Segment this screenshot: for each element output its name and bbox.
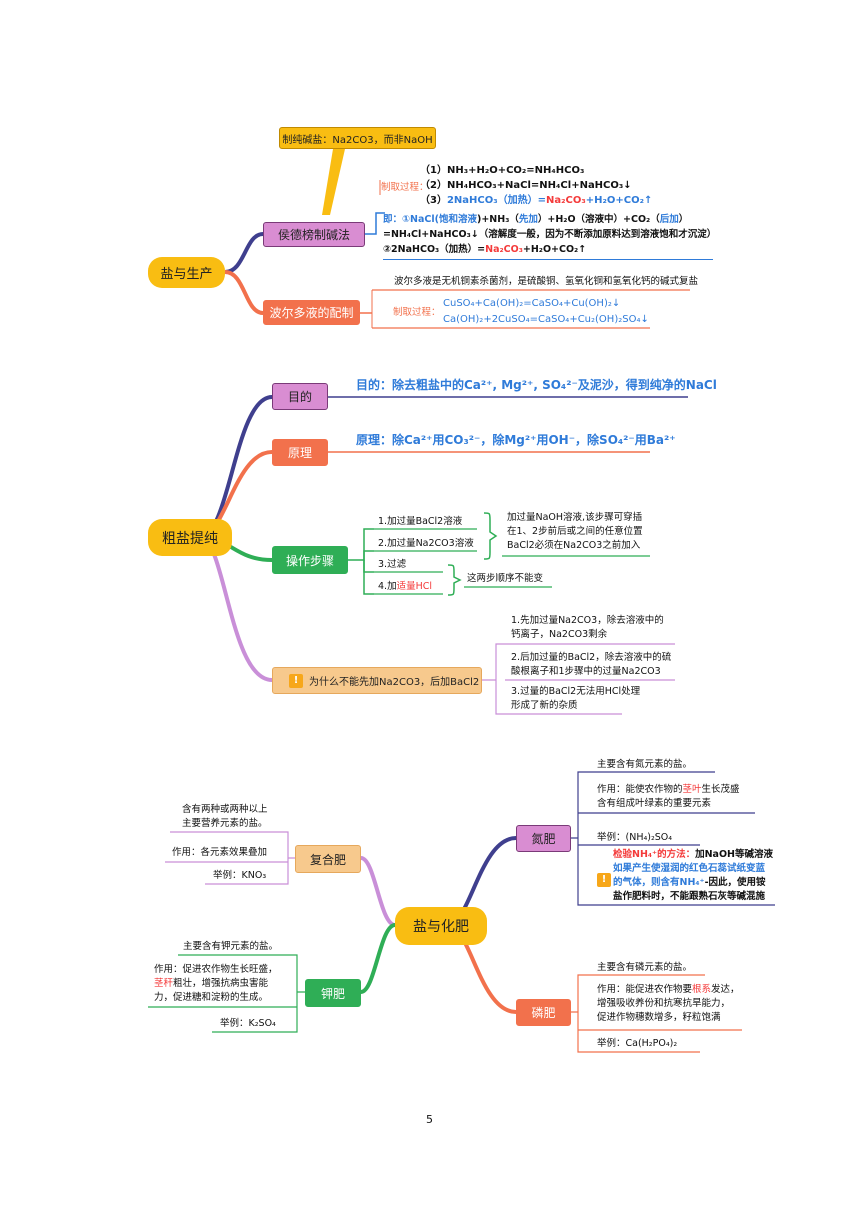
bordeaux-node[interactable]: 波尔多液的配制 (263, 300, 360, 325)
phosphorus-fertilizer-node[interactable]: 磷肥 (516, 999, 571, 1026)
compound-example: 举例：KNO₃ (213, 870, 267, 881)
soda-callout: 制纯碱盐：Na2CO3，而非NaOH (279, 127, 436, 149)
page-number: 5 (426, 1113, 433, 1126)
phosphorus-example: 举例：Ca(H₂PO₄)₂ (597, 1038, 678, 1049)
why-answer-1: 1.先加过量Na2CO3，除去溶液中的钙离子，Na2CO3剩余 (511, 615, 664, 640)
potassium-example: 举例：K₂SO₄ (220, 1018, 276, 1029)
equation-1: （1）NH₃+H₂O+CO₂=NH₄HCO₃ (420, 165, 585, 176)
equation-3: （3）2NaHCO₃（加热）=Na₂CO₃+H₂O+CO₂↑ (420, 195, 653, 206)
step-4: 4.加适量HCl (378, 581, 432, 592)
why-question-node[interactable]: !为什么不能先加Na2CO3，后加BaCl2 (272, 667, 482, 694)
potassium-use: 作用：促进农作物生长旺盛， 茎秆粗壮，增强抗病虫害能 力，促进糖和淀粉的生成。 (154, 964, 278, 1003)
summary-line-2: =NH₄Cl+NaHCO₃↓（溶解度一般，因为不断添加原料达到溶液饱和才沉淀） (383, 229, 717, 240)
crude-salt-root[interactable]: 粗盐提纯 (148, 519, 232, 556)
principle-text: 原理：除Ca²⁺用CO₃²⁻，除Mg²⁺用OH⁻，除SO₄²⁻用Ba²⁺ (356, 433, 676, 447)
compound-fertilizer-node[interactable]: 复合肥 (295, 845, 361, 873)
compound-use: 作用：各元素效果叠加 (172, 847, 268, 858)
bordeaux-equation-1: CuSO₄+Ca(OH)₂=CaSO₄+Cu(OH)₂↓ (443, 298, 621, 309)
phosphorus-definition: 主要含有磷元素的盐。 (597, 962, 693, 973)
step-2: 2.加过量Na2CO3溶液 (378, 538, 474, 549)
potassium-fertilizer-node[interactable]: 钾肥 (305, 979, 361, 1007)
principle-node[interactable]: 原理 (272, 439, 328, 466)
why-answer-3: 3.过量的BaCl2无法用HCl处理形成了新的杂质 (511, 686, 641, 711)
nitrogen-fertilizer-node[interactable]: 氮肥 (516, 825, 571, 852)
steps-node[interactable]: 操作步骤 (272, 546, 348, 574)
compound-definition: 含有两种或两种以上主要营养元素的盐。 (182, 804, 268, 829)
nitrogen-definition: 主要含有氮元素的盐。 (597, 759, 693, 770)
purpose-node[interactable]: 目的 (272, 383, 328, 410)
potassium-definition: 主要含有钾元素的盐。 (183, 941, 279, 952)
steps-note-34: 这两步顺序不能变 (467, 573, 544, 584)
process-label: 制取过程： (381, 182, 429, 193)
nitrogen-warning-icon: ! (597, 867, 617, 887)
nitrogen-test: 检验NH₄⁺的方法：加NaOH等碱溶液 如果产生使湿润的红色石蕊试纸变蓝 的气体… (613, 849, 773, 902)
hou-method-node[interactable]: 侯德榜制碱法 (263, 222, 365, 247)
bordeaux-equation-2: Ca(OH)₂+2CuSO₄=CaSO₄+Cu₂(OH)₂SO₄↓ (443, 314, 649, 325)
bordeaux-description: 波尔多液是无机铜素杀菌剂，是硫酸铜、氢氧化铜和氢氧化钙的碱式复盐 (394, 276, 699, 287)
summary-line-3: ②2NaHCO₃（加热）=Na₂CO₃+H₂O+CO₂↑ (383, 244, 587, 255)
salt-production-root[interactable]: 盐与生产 (148, 257, 225, 288)
summary-line-1: 即：①NaCl(饱和溶液)+NH₃（先加）+H₂O（溶液中）+CO₂（后加） (383, 214, 689, 225)
step-1: 1.加过量BaCl2溶液 (378, 516, 463, 527)
nitrogen-example: 举例：(NH₄)₂SO₄ (597, 832, 673, 843)
fertilizer-root[interactable]: 盐与化肥 (395, 907, 487, 945)
bordeaux-process-label: 制取过程： (393, 307, 441, 318)
equation-2: （2）NH₄HCO₃+NaCl=NH₄Cl+NaHCO₃↓ (420, 180, 632, 191)
phosphorus-use: 作用：能促进农作物要根系发达， 增强吸收养份和抗寒抗旱能力， 促进作物穗数增多，… (597, 984, 740, 1023)
step-3: 3.过滤 (378, 559, 407, 570)
purpose-text: 目的：除去粗盐中的Ca²⁺, Mg²⁺, SO₄²⁻及泥沙，得到纯净的NaCl (356, 378, 717, 392)
why-answer-2: 2.后加过量的BaCl2，除去溶液中的硫酸根离子和1步骤中的过量Na2CO3 (511, 652, 672, 677)
warning-icon: ! (289, 673, 303, 688)
nitrogen-use: 作用：能使农作物的茎叶生长茂盛 含有组成叶绿素的重要元素 (597, 784, 740, 809)
